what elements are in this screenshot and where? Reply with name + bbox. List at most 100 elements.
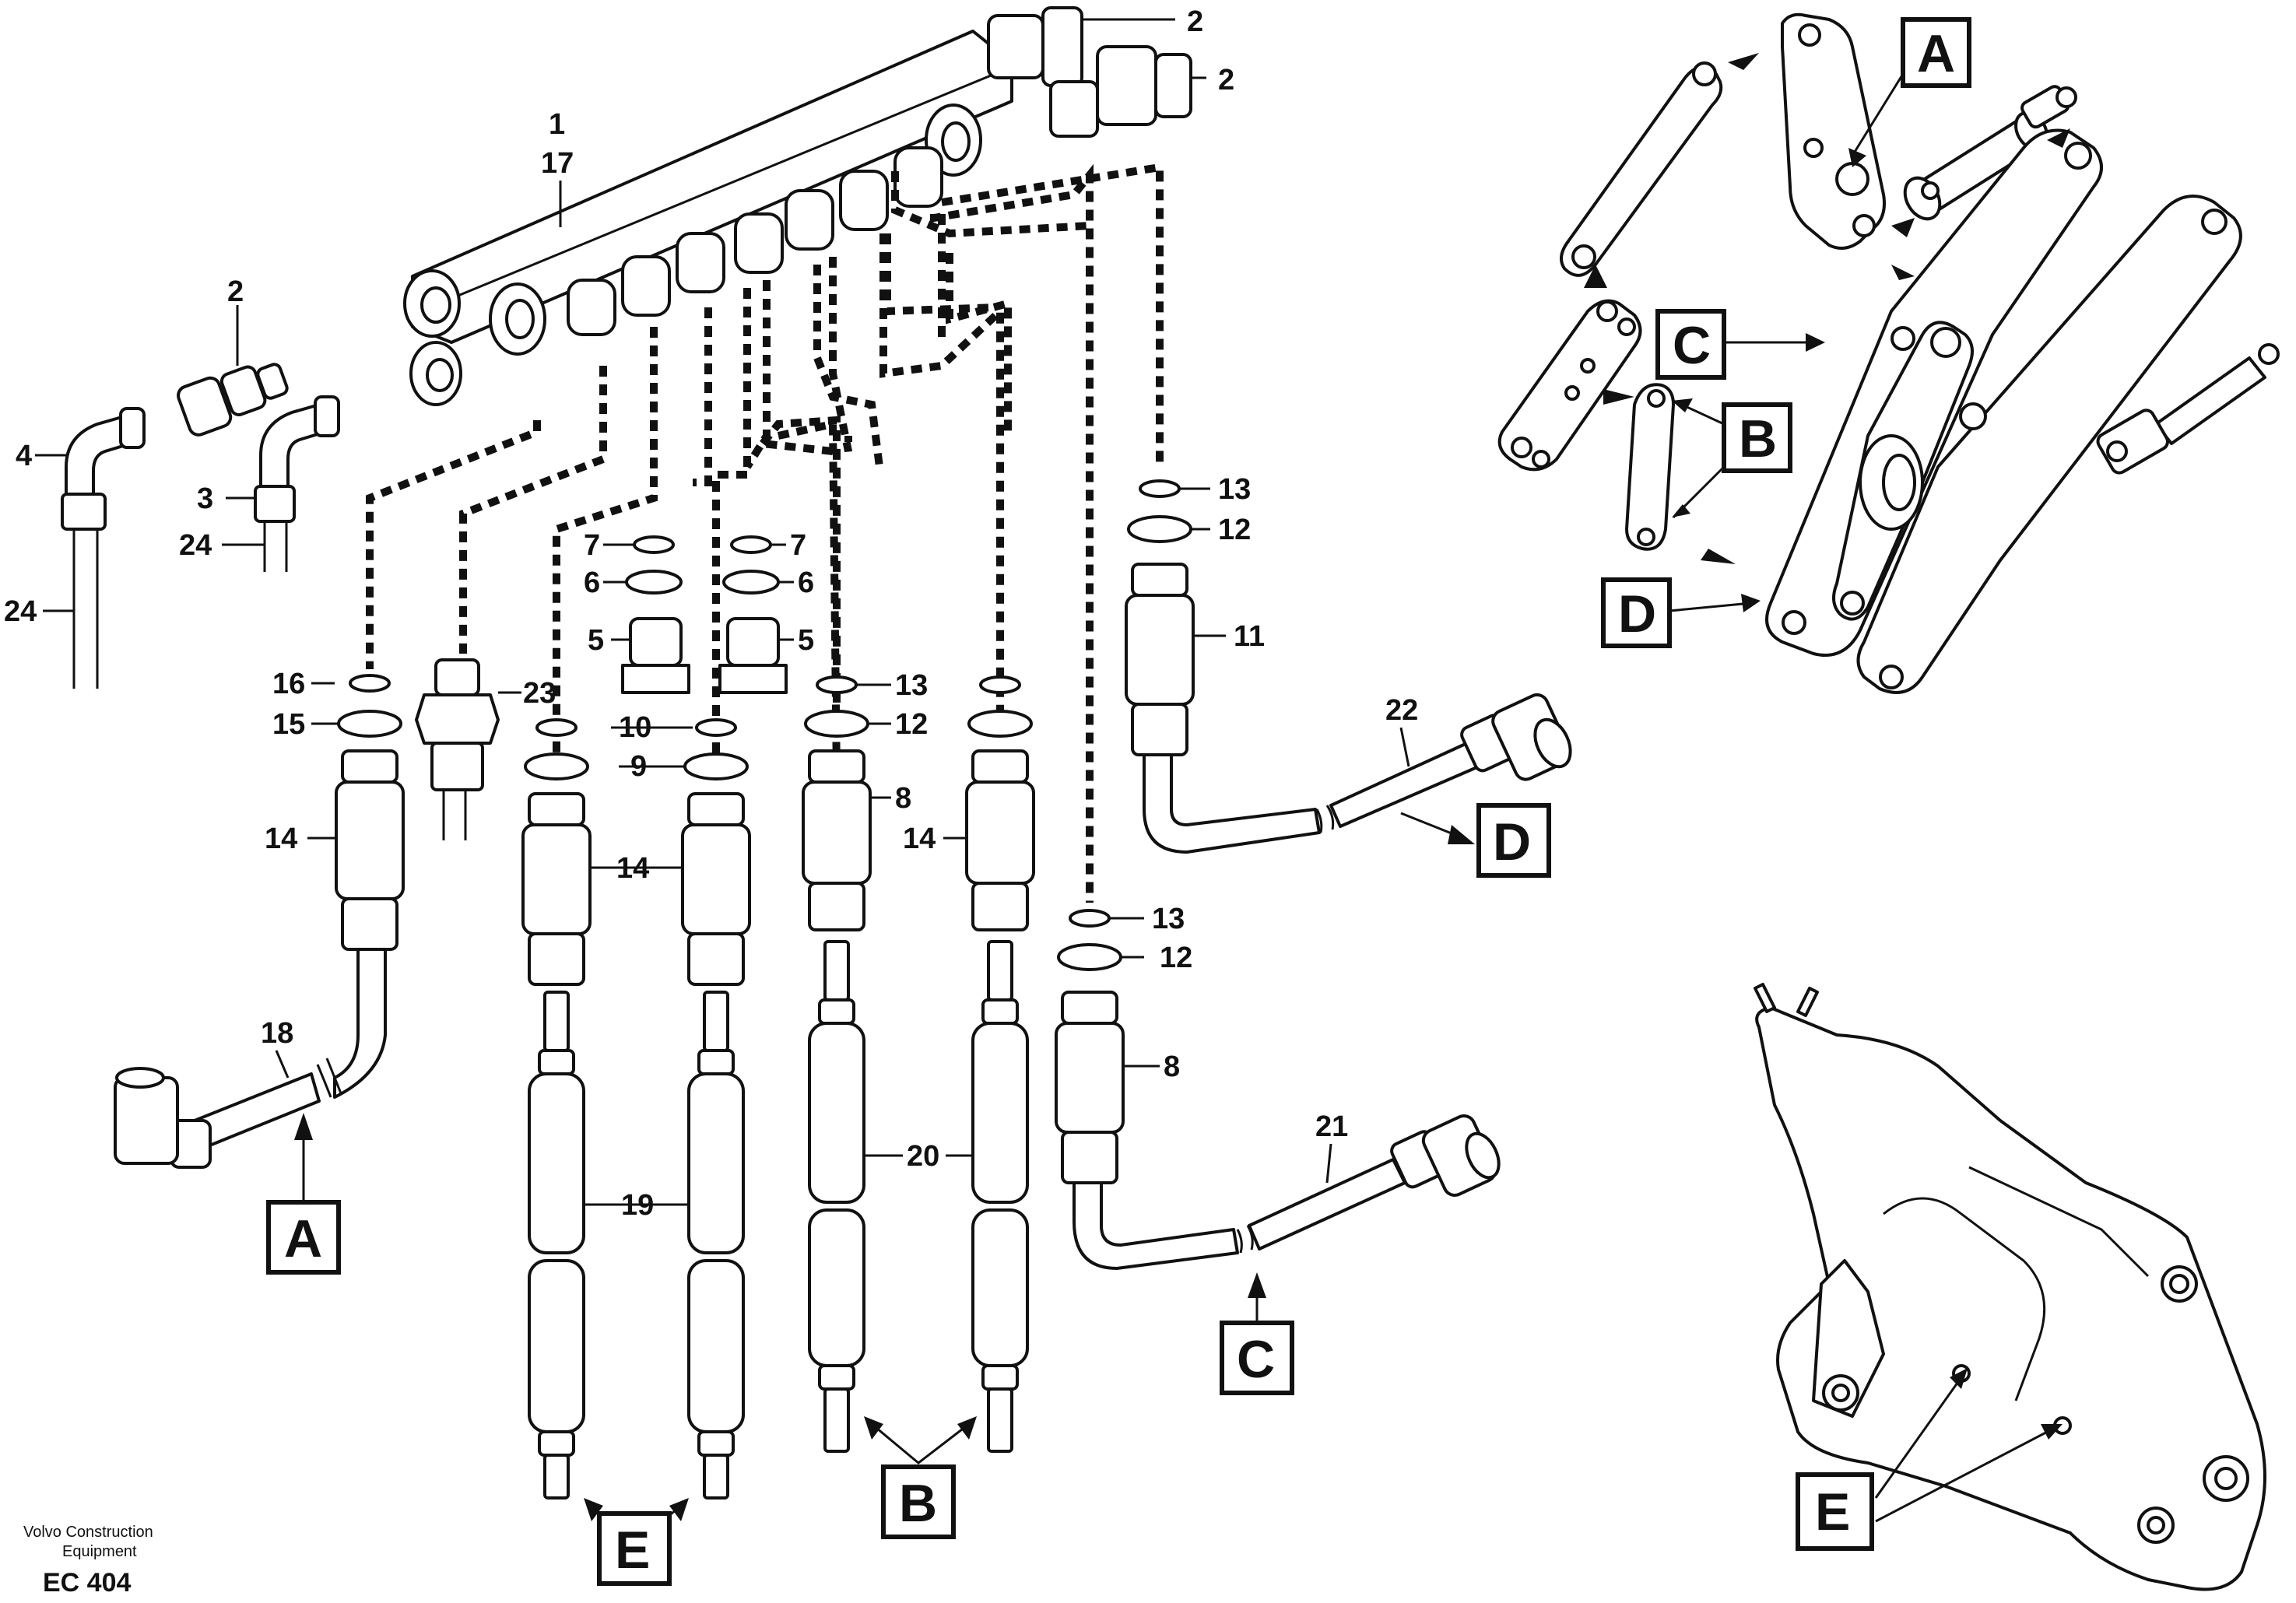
- svg-text:E: E: [1815, 1482, 1850, 1542]
- callout-3: 3: [197, 482, 213, 515]
- callout-7-left: 7: [584, 529, 600, 562]
- oring-7-left: [633, 535, 675, 554]
- coupling-11: [1125, 563, 1195, 756]
- oring-13-right: [979, 675, 1021, 694]
- ref-box-c-hose: C: [1220, 1321, 1294, 1395]
- ref-box-a-hose: A: [266, 1200, 341, 1275]
- hose-19-right: [687, 991, 745, 1500]
- callout-12-upper: 12: [1218, 514, 1251, 546]
- elbow-fitting-4: [61, 407, 146, 531]
- oring-12-center: [804, 710, 869, 738]
- svg-text:D: D: [1493, 812, 1531, 872]
- hose-20-left: [808, 940, 865, 1453]
- callout-18: 18: [261, 1017, 293, 1050]
- hose-22: [1143, 693, 1572, 854]
- ref-box-c-linkage: C: [1655, 309, 1726, 380]
- oring-16: [349, 674, 391, 693]
- oring-13-center: [816, 675, 858, 694]
- front-frame: [1754, 983, 2266, 1591]
- svg-text:C: C: [1237, 1330, 1275, 1389]
- oring-12-lower: [1057, 943, 1122, 971]
- callout-10: 10: [619, 711, 651, 744]
- footer-company-line1: Volvo Construction: [23, 1524, 153, 1541]
- sensor-23: [415, 658, 500, 840]
- callout-21: 21: [1315, 1110, 1348, 1143]
- callout-12-lower: 12: [1160, 942, 1192, 974]
- callout-2-left: 2: [227, 275, 244, 308]
- callout-13-lower: 13: [1152, 903, 1185, 935]
- svg-text:C: C: [1673, 316, 1711, 375]
- coupling-14-right: [965, 749, 1035, 931]
- callout-14-right: 14: [903, 823, 936, 855]
- footer-company-line2: Equipment: [62, 1543, 137, 1560]
- callout-24-upper: 24: [179, 529, 212, 562]
- svg-text:B: B: [899, 1474, 937, 1533]
- oring-6-left: [625, 570, 683, 595]
- callout-20: 20: [907, 1140, 939, 1173]
- oring-15: [337, 710, 402, 738]
- svg-text:D: D: [1618, 584, 1656, 644]
- ref-box-e-frame: E: [1796, 1472, 1874, 1551]
- callout-19: 19: [621, 1189, 654, 1222]
- callout-16: 16: [272, 668, 305, 700]
- oring-7-right: [730, 535, 772, 554]
- ref-box-b-hose: B: [881, 1464, 956, 1539]
- plug-5-left: [621, 617, 690, 694]
- svg-text:E: E: [615, 1521, 650, 1580]
- svg-text:A: A: [1917, 24, 1955, 83]
- union-fitting-lower: [1049, 45, 1192, 138]
- coupling-14-left: [335, 749, 405, 951]
- callout-23: 23: [523, 677, 556, 710]
- callout-14-left: 14: [265, 823, 297, 855]
- linkage-assembly: [1497, 12, 2280, 694]
- callout-15: 15: [272, 708, 305, 741]
- callout-11: 11: [1234, 620, 1265, 653]
- union-fitting-upper: [987, 6, 1083, 87]
- coupling-8-center: [802, 749, 872, 931]
- ref-box-e-hose: E: [597, 1511, 672, 1586]
- ref-box-d-linkage: D: [1601, 577, 1672, 648]
- callout-12-center: 12: [895, 708, 928, 741]
- callout-9: 9: [630, 750, 647, 783]
- callout-7-right: 7: [790, 529, 806, 562]
- callout-2-upper: 2: [1187, 5, 1203, 38]
- callout-13-upper: 13: [1218, 473, 1251, 506]
- oring-13-lower: [1069, 909, 1111, 928]
- callout-8-lower: 8: [1164, 1051, 1180, 1083]
- manifold-block: [403, 30, 1013, 406]
- oring-9-right: [683, 752, 749, 780]
- coupling-14-center-right: [681, 792, 751, 986]
- callout-22: 22: [1385, 694, 1418, 727]
- callout-17: 17: [541, 147, 574, 180]
- hose-21: [1073, 1114, 1501, 1270]
- callout-24-lower: 24: [4, 595, 37, 628]
- callout-2-lower: 2: [1218, 64, 1234, 96]
- oring-10-right: [695, 718, 737, 737]
- hose-19-left: [528, 991, 585, 1500]
- callout-8-center: 8: [895, 782, 911, 815]
- union-fitting-left: [177, 363, 289, 437]
- connection-lines: [366, 163, 1164, 903]
- oring-6-right: [722, 570, 780, 595]
- hose-18: [114, 948, 387, 1169]
- oring-9-left: [524, 752, 589, 780]
- oring-13-upper: [1139, 479, 1181, 498]
- coupling-14-center-left: [521, 792, 592, 986]
- callout-5-left: 5: [588, 624, 604, 657]
- elbow-fitting-3: [254, 395, 340, 572]
- svg-text:B: B: [1739, 409, 1777, 468]
- callout-5-right: 5: [798, 624, 814, 657]
- ref-box-b-linkage: B: [1722, 402, 1792, 473]
- callout-14-center: 14: [616, 852, 649, 885]
- oring-12-right: [967, 710, 1033, 738]
- svg-text:A: A: [284, 1209, 322, 1268]
- plug-5-right: [718, 617, 788, 694]
- footer-doc-code: EC 404: [43, 1568, 131, 1598]
- callout-6-right: 6: [798, 566, 814, 599]
- callout-13-center: 13: [895, 669, 928, 702]
- hose-20-right: [971, 940, 1029, 1453]
- ref-box-a-linkage: A: [1901, 17, 1971, 88]
- callout-6-left: 6: [584, 566, 600, 599]
- pipe-24: [72, 529, 99, 689]
